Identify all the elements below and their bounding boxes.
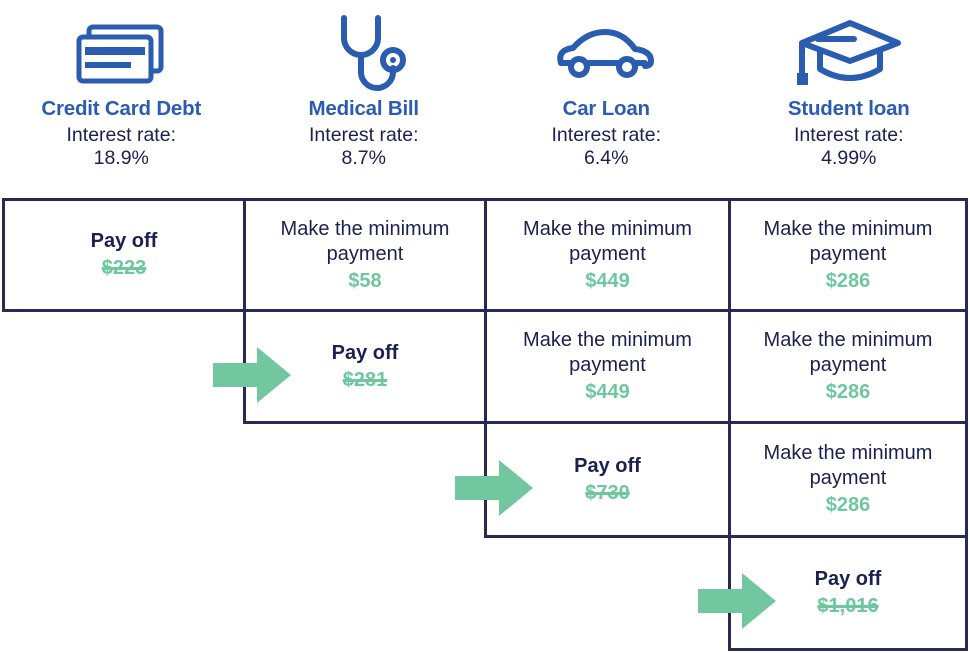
grid-border-col1-right bbox=[243, 198, 246, 424]
cell-action-label: Pay off bbox=[331, 341, 399, 364]
debt-header-medical-bill: Medical Bill Interest rate: 8.7% bbox=[243, 0, 486, 195]
cell-amount-value: $286 bbox=[825, 269, 871, 292]
arrow-to-car-loan-payoff bbox=[455, 460, 533, 516]
cell-action-label: Pay off bbox=[574, 454, 641, 477]
graduation-cap-icon bbox=[794, 10, 904, 96]
debt-title: Student loan bbox=[787, 97, 910, 120]
cell-r1c2[interactable]: Make the minimum payment $58 bbox=[246, 201, 484, 309]
cell-action-label: Make the minimum payment bbox=[763, 442, 933, 489]
cell-action-label: Make the minimum payment bbox=[523, 217, 692, 265]
debt-title: Car Loan bbox=[562, 97, 650, 120]
cell-amount-value: $281 bbox=[342, 368, 388, 391]
grid-border-row3-bottom bbox=[484, 535, 968, 538]
cell-r3c4[interactable]: Make the minimum payment $286 bbox=[731, 424, 965, 535]
cell-action-label: Make the minimum payment bbox=[523, 329, 692, 376]
grid-border-col2-right bbox=[484, 198, 487, 538]
cell-r2c4[interactable]: Make the minimum payment $286 bbox=[731, 312, 965, 421]
interest-rate-label: Interest rate: bbox=[309, 124, 419, 146]
interest-rate-value: 6.4% bbox=[584, 147, 629, 169]
cell-action-label: Make the minimum payment bbox=[763, 217, 933, 265]
debt-header-car-loan: Car Loan Interest rate: 6.4% bbox=[485, 0, 728, 195]
cell-r2c3[interactable]: Make the minimum payment $449 bbox=[487, 312, 728, 421]
grid-border-right-edge bbox=[965, 198, 968, 651]
debt-header-credit-card-debt: Credit Card Debt Interest rate: 18.9% bbox=[0, 0, 243, 195]
cell-amount-value: $58 bbox=[348, 269, 382, 292]
cell-r1c4[interactable]: Make the minimum payment $286 bbox=[731, 201, 965, 309]
cell-action-label: Make the minimum payment bbox=[763, 329, 933, 376]
cell-amount-value: $449 bbox=[585, 269, 630, 292]
cell-amount-value: $1,016 bbox=[817, 595, 879, 617]
arrow-to-student-loan-payoff bbox=[698, 573, 776, 629]
cell-action-label: Pay off bbox=[90, 230, 158, 252]
cell-amount-value: $449 bbox=[585, 381, 630, 403]
interest-rate-label: Interest rate: bbox=[66, 124, 176, 146]
cell-action-label: Make the minimum payment bbox=[280, 217, 450, 265]
debt-header-row: Credit Card Debt Interest rate: 18.9% Me… bbox=[0, 0, 970, 195]
car-icon bbox=[551, 10, 661, 96]
interest-rate-label: Interest rate: bbox=[551, 124, 661, 146]
arrow-to-medical-bill-payoff bbox=[213, 347, 291, 403]
cell-r2c2[interactable]: Pay off $281 bbox=[246, 312, 484, 421]
cell-r4c4[interactable]: Pay off $1,016 bbox=[731, 538, 965, 648]
interest-rate-value: 4.99% bbox=[821, 147, 877, 169]
grid-border-col3-right bbox=[728, 198, 731, 651]
interest-rate-value: 18.9% bbox=[93, 147, 149, 169]
grid-border-row4-bottom bbox=[728, 648, 968, 651]
cell-amount-value: $286 bbox=[825, 494, 871, 516]
cell-r3c3[interactable]: Pay off $730 bbox=[487, 424, 728, 535]
cell-r1c1[interactable]: Pay off $223 bbox=[5, 201, 243, 309]
cell-amount-value: $223 bbox=[101, 257, 147, 279]
grid-border-row2-bottom bbox=[243, 421, 968, 424]
debt-title: Medical Bill bbox=[308, 97, 420, 120]
payoff-schedule-grid: Pay off $223 Make the minimum payment $5… bbox=[0, 195, 970, 653]
cell-action-label: Pay off bbox=[814, 568, 882, 590]
cell-r1c3[interactable]: Make the minimum payment $449 bbox=[487, 201, 728, 309]
cell-amount-value: $286 bbox=[825, 381, 871, 403]
interest-rate-value: 8.7% bbox=[341, 147, 386, 169]
debt-header-student-loan: Student loan Interest rate: 4.99% bbox=[728, 0, 970, 195]
stethoscope-icon bbox=[314, 10, 414, 96]
grid-border-left-edge bbox=[2, 198, 5, 312]
debt-title: Credit Card Debt bbox=[41, 97, 202, 120]
interest-rate-label: Interest rate: bbox=[794, 124, 904, 146]
credit-cards-icon bbox=[71, 10, 171, 96]
cell-amount-value: $730 bbox=[585, 481, 630, 504]
